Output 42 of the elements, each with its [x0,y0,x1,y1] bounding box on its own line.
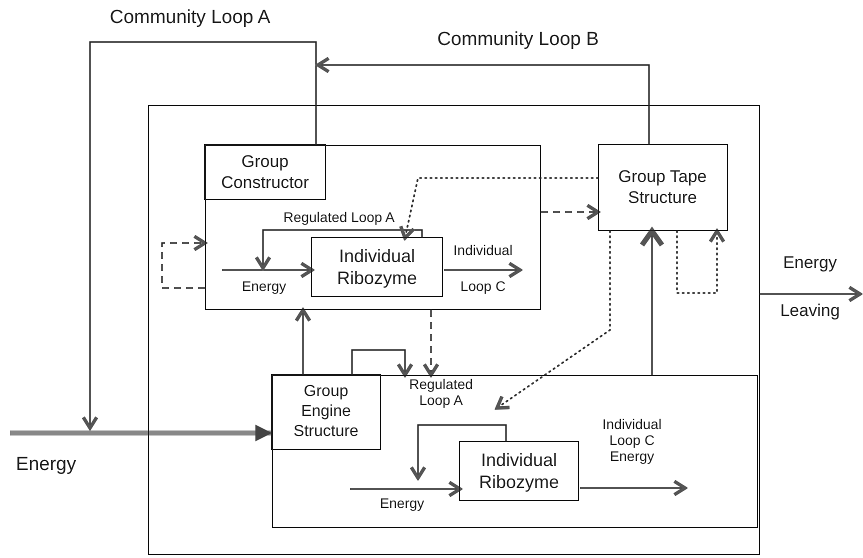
arrow [254,229,423,270]
edge-label: Community Loop B [436,29,600,51]
edge-label: Energy [240,278,288,294]
dashed-arrow [161,234,207,289]
box-label: Group Tape Structure [618,166,708,208]
process-box [204,144,326,200]
group-box [272,374,758,528]
dashed-arrow [541,204,600,220]
edge-label: Individual Loop C Energy [601,416,663,464]
process-box [311,237,443,297]
process-box [271,374,381,450]
arrow [351,349,414,377]
dotted-arrow [676,229,726,294]
arrow [10,424,272,442]
dotted-arrow [399,177,599,240]
arrow [444,262,522,278]
arrow [760,286,862,302]
box-label: Group Constructor [220,150,310,194]
edge-label: Regulated Loop A [282,208,396,226]
group-box [204,144,540,310]
arrow [294,308,312,375]
edge-label: Regulated Loop A [408,376,474,408]
arrow [316,56,650,144]
arrow [222,262,314,278]
edge-label: Energy [378,494,426,512]
dotted-arrow [495,230,611,410]
edge-label: Energy [14,454,78,476]
dashed-arrow [422,310,440,377]
box-label: Individual Ribozyme [478,448,560,494]
arrow [410,424,507,480]
outer-box [148,105,760,555]
box-label: Individual Ribozyme [336,244,418,290]
edge-label: Energy Leaving [779,252,841,322]
edge-label: Individual Loop C [452,241,514,296]
arrow [639,228,665,375]
process-box [459,441,579,501]
arrow [580,480,687,496]
process-box [598,144,728,230]
box-label: Group Engine Structure [292,382,360,442]
arrow [350,480,462,498]
edge-label: Community Loop A [108,7,272,29]
arrow [82,41,317,430]
